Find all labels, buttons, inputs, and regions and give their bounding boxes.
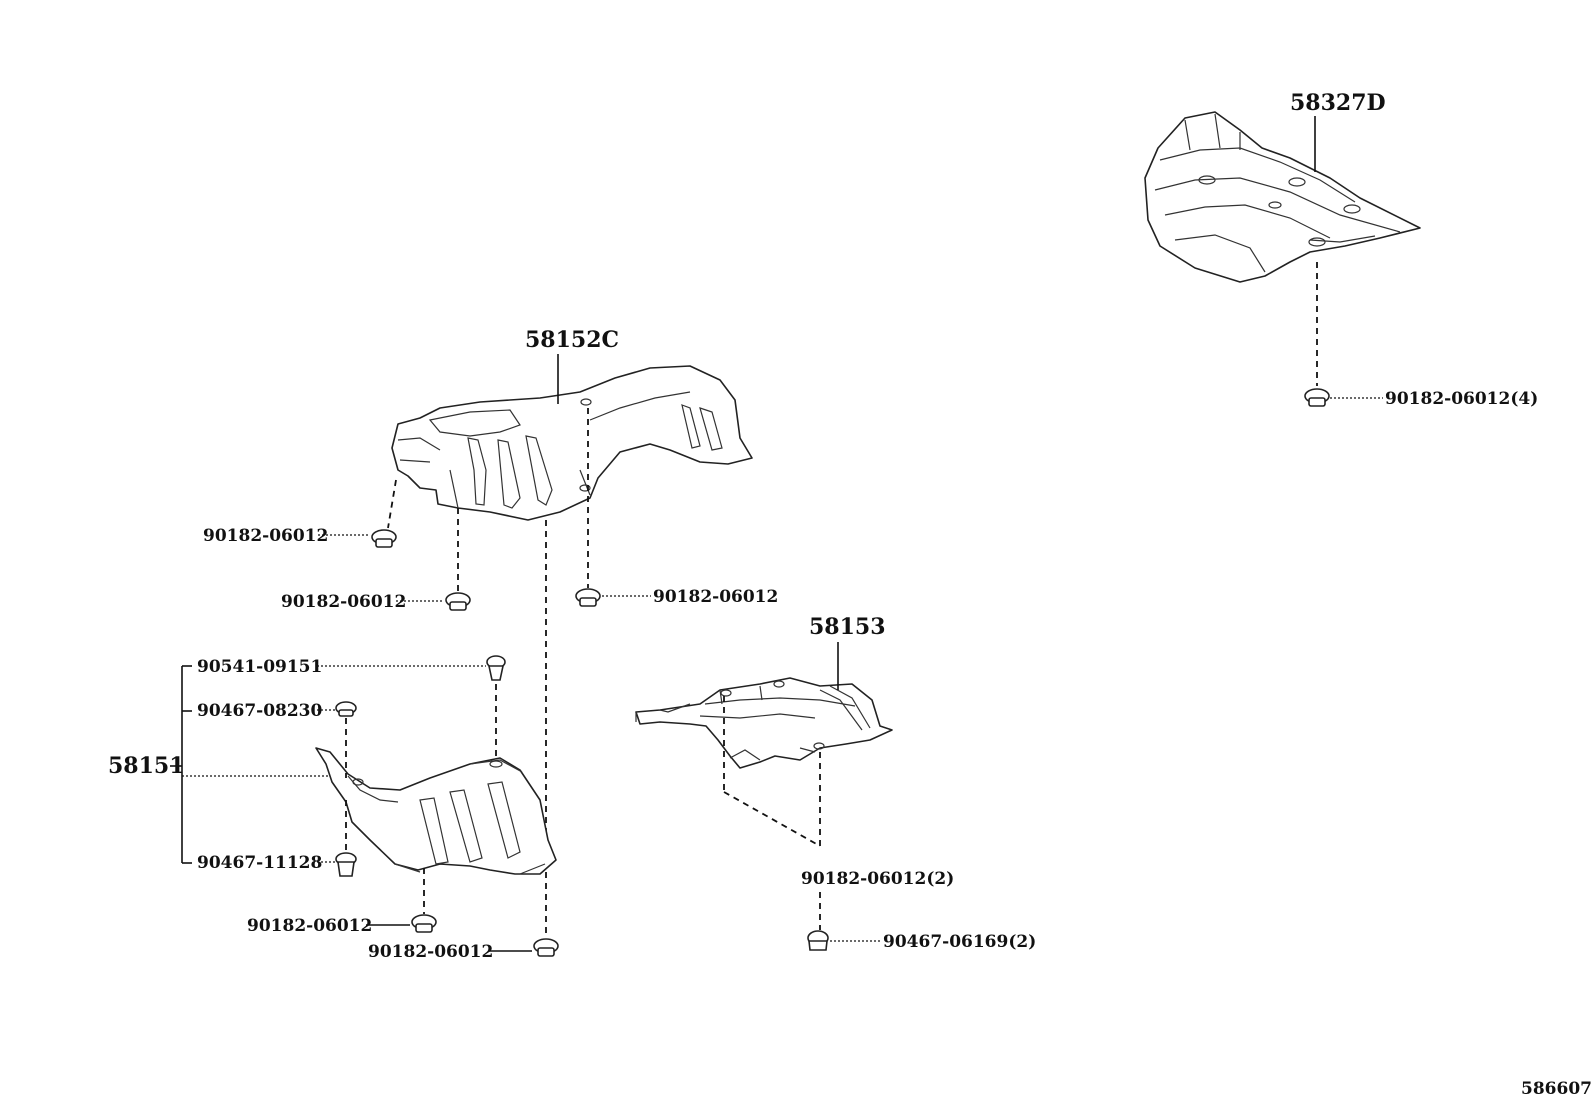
fastener-58151-top-clip[interactable]	[486, 655, 506, 681]
fastener-58151-bolt2[interactable]	[533, 938, 559, 957]
label-fastener-58151-top: 90541-09151	[197, 657, 322, 677]
fastener-58327d-bolt[interactable]	[1304, 388, 1330, 407]
label-fastener-58151-clip2: 90467-11128	[197, 853, 322, 873]
fastener-58152c-mid[interactable]	[445, 592, 471, 611]
label-fastener-58153-bolt: 90182-06012(2)	[801, 869, 954, 889]
label-fastener-58152c-right: 90182-06012	[653, 587, 778, 607]
part-58327d[interactable]	[1144, 111, 1421, 283]
label-58327d: 58327D	[1290, 90, 1386, 116]
part-58152c[interactable]	[391, 365, 753, 521]
part-58153[interactable]	[635, 677, 893, 769]
label-58153: 58153	[809, 614, 886, 640]
fastener-58152c-left[interactable]	[371, 529, 397, 548]
label-fastener-58152c-mid: 90182-06012	[281, 592, 406, 612]
label-fastener-58151-bolt1: 90182-06012	[247, 916, 372, 936]
label-fastener-58151-clip1: 90467-08230	[197, 701, 323, 721]
fastener-58153-nut[interactable]	[807, 930, 829, 951]
fastener-58151-clip2[interactable]	[335, 852, 357, 877]
label-fastener-58151-bolt2: 90182-06012	[368, 942, 493, 962]
part-58151[interactable]	[315, 747, 557, 875]
label-58152c: 58152C	[525, 327, 619, 353]
fastener-58152c-right[interactable]	[575, 588, 601, 607]
label-fastener-58153-clip: 90467-06169(2)	[883, 932, 1036, 952]
fastener-58151-bolt1[interactable]	[411, 914, 437, 933]
fastener-58151-clip1[interactable]	[335, 701, 357, 717]
label-fastener-58152c-left: 90182-06012	[203, 526, 328, 546]
label-fastener-58327d: 90182-06012(4)	[1385, 389, 1538, 409]
label-58151: 58151	[108, 753, 185, 779]
diagram-id: 586607	[1521, 1079, 1592, 1099]
